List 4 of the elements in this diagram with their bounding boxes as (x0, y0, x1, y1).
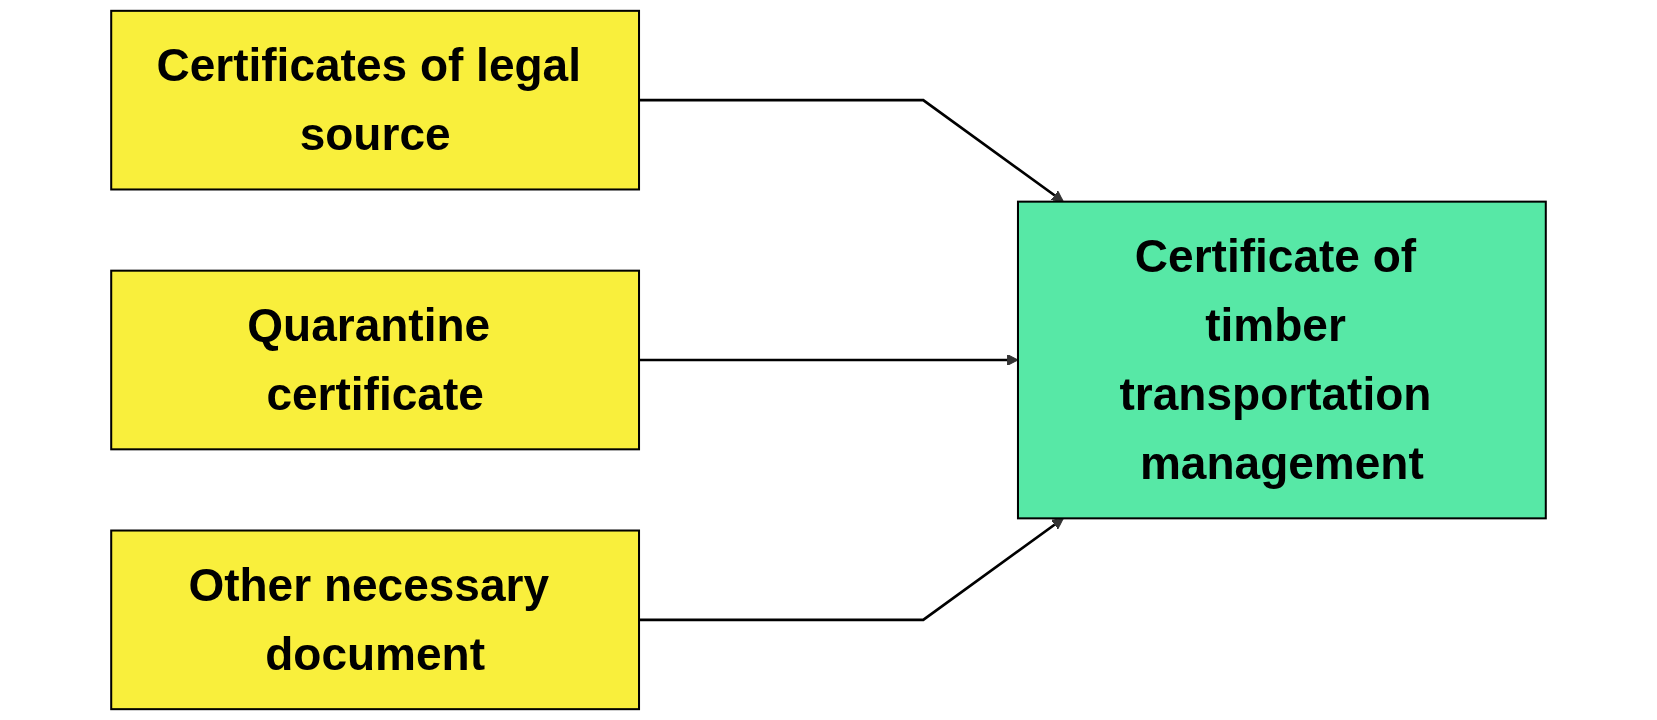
node-box: Other necessary document (110, 529, 641, 711)
node-box: Certificate of timber transportation management (1016, 200, 1547, 520)
node-box: Quarantine certificate (110, 269, 641, 451)
node-box: Certificates of legal source (110, 9, 641, 191)
